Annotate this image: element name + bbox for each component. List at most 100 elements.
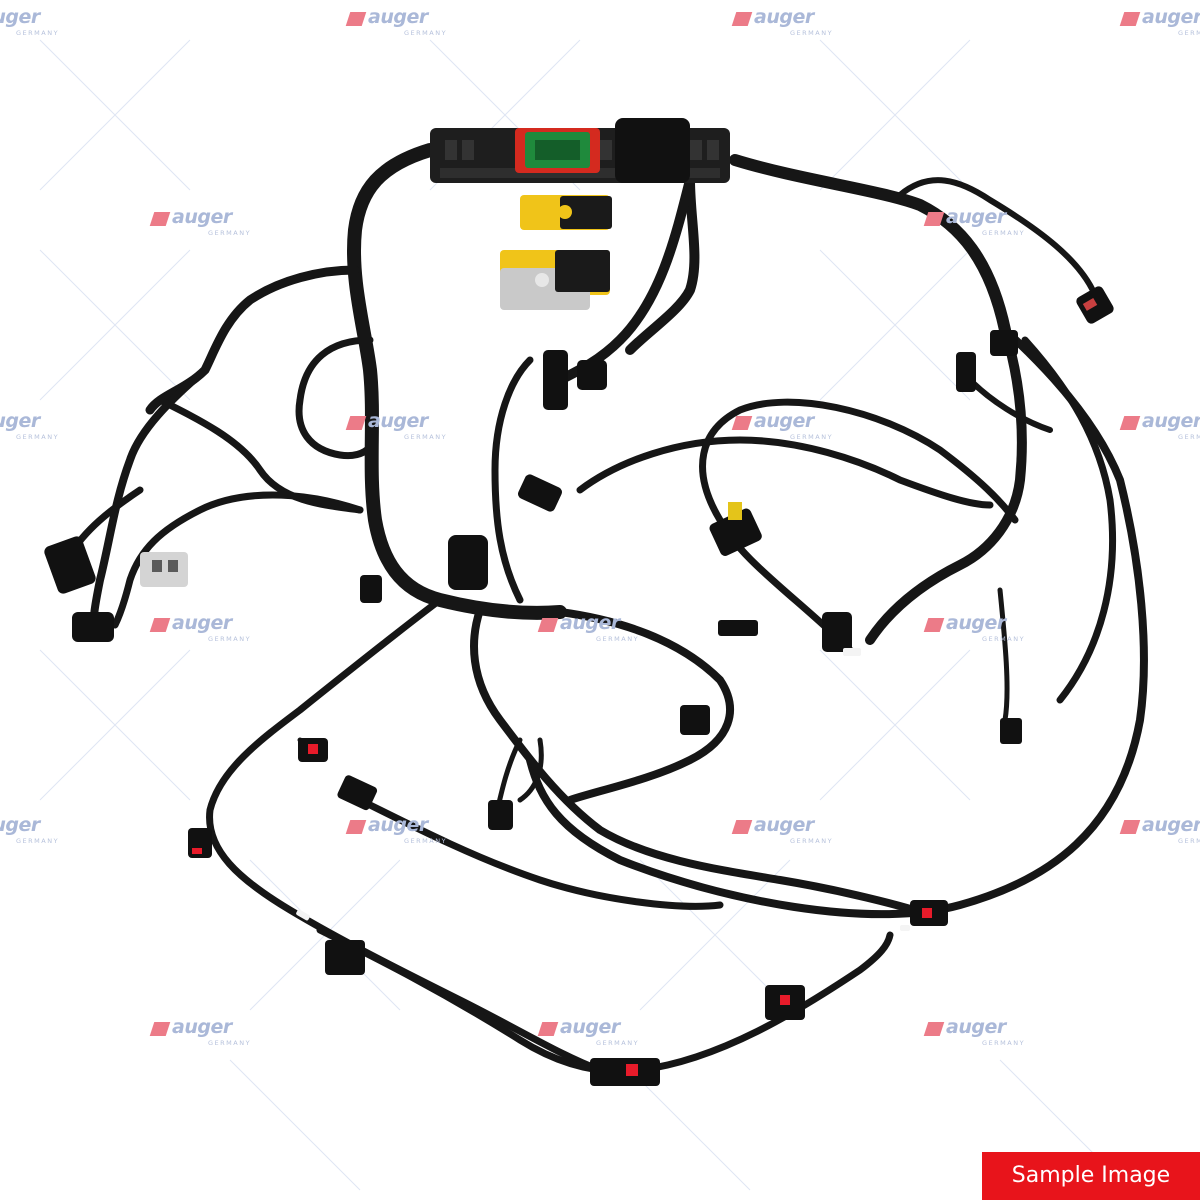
watermark-brand: auger bbox=[754, 6, 814, 28]
lower-cross-run bbox=[356, 796, 724, 910]
watermark-flag-icon bbox=[923, 212, 945, 226]
center-right-run bbox=[576, 436, 994, 509]
watermark-flag-icon bbox=[1119, 416, 1141, 430]
watermark-tagline: GERMANY bbox=[982, 1039, 1026, 1047]
watermark-flag-icon bbox=[923, 618, 945, 632]
far-right-loop bbox=[526, 326, 1148, 919]
watermark-tagline: GERMANY bbox=[790, 29, 834, 37]
watermark-brand: auger bbox=[754, 814, 814, 836]
watermark-brand: auger bbox=[0, 410, 40, 432]
watermark-tagline: GERMANY bbox=[982, 229, 1026, 237]
left-mid-branch bbox=[156, 396, 364, 514]
watermark-brand: auger bbox=[560, 1016, 620, 1038]
watermark-brand: auger bbox=[946, 206, 1006, 228]
watermark-flag-icon bbox=[345, 820, 367, 834]
watermark-flag-icon bbox=[149, 618, 171, 632]
mid-lower-loop bbox=[470, 606, 934, 919]
watermark-flag-icon bbox=[1119, 820, 1141, 834]
watermark-brand: auger bbox=[1142, 410, 1200, 432]
watermark-tagline: GERMANY bbox=[1178, 29, 1200, 37]
loop-middle bbox=[699, 398, 1019, 654]
watermark-brand: auger bbox=[754, 410, 814, 432]
ecu-branch-1 bbox=[625, 175, 700, 355]
right-branch-down bbox=[865, 325, 1027, 645]
watermark-flag-icon bbox=[149, 212, 171, 226]
watermark-brand: auger bbox=[946, 1016, 1006, 1038]
lower-left-run bbox=[206, 596, 604, 1074]
left-inner-loop bbox=[295, 336, 379, 460]
watermark-brand: auger bbox=[172, 1016, 232, 1038]
mid-branch-loop bbox=[556, 608, 734, 804]
right-lower-branch bbox=[1021, 336, 1116, 704]
right-small-lead bbox=[967, 377, 1053, 433]
center-sensor-run bbox=[491, 356, 534, 604]
watermark-brand: auger bbox=[368, 814, 428, 836]
watermark-brand: auger bbox=[560, 612, 620, 634]
watermark-flag-icon bbox=[731, 820, 753, 834]
watermark-tagline: GERMANY bbox=[596, 635, 640, 643]
watermark-tagline: GERMANY bbox=[404, 433, 448, 441]
watermark-tagline: GERMANY bbox=[16, 29, 60, 37]
watermark-brand: auger bbox=[0, 6, 40, 28]
watermark-flag-icon bbox=[149, 1022, 171, 1036]
watermark-flag-icon bbox=[923, 1022, 945, 1036]
left-to-connector bbox=[111, 491, 364, 629]
watermark-flag-icon bbox=[537, 618, 559, 632]
watermark-tagline: GERMANY bbox=[404, 29, 448, 37]
main-trunk-right bbox=[729, 154, 1011, 336]
ecu-module bbox=[430, 118, 730, 310]
watermark-flag-icon bbox=[731, 12, 753, 26]
watermark-flag-icon bbox=[1119, 12, 1141, 26]
watermark-brand: auger bbox=[0, 814, 40, 836]
right-connector-lead bbox=[897, 177, 1098, 298]
watermark-tagline: GERMANY bbox=[208, 1039, 252, 1047]
cable-ties bbox=[296, 648, 910, 931]
watermark-brand: auger bbox=[1142, 814, 1200, 836]
watermark-flag-icon bbox=[345, 12, 367, 26]
watermark-tagline: GERMANY bbox=[790, 837, 834, 845]
watermark-flag-icon bbox=[345, 416, 367, 430]
connectors bbox=[44, 286, 1114, 1086]
small-lead-c bbox=[997, 587, 1010, 723]
watermark-brand: auger bbox=[368, 410, 428, 432]
watermark-brand: auger bbox=[946, 612, 1006, 634]
watermark-tagline: GERMANY bbox=[596, 1039, 640, 1047]
watermark-tagline: GERMANY bbox=[1178, 433, 1200, 441]
watermark-tagline: GERMANY bbox=[790, 433, 834, 441]
watermark-tagline: GERMANY bbox=[982, 635, 1026, 643]
watermark-brand: auger bbox=[368, 6, 428, 28]
watermark-brand: auger bbox=[172, 206, 232, 228]
watermark-brand: auger bbox=[1142, 6, 1200, 28]
watermark-tagline: GERMANY bbox=[208, 635, 252, 643]
watermark-tagline: GERMANY bbox=[16, 837, 60, 845]
watermark-tagline: GERMANY bbox=[16, 433, 60, 441]
small-lead-b bbox=[517, 737, 544, 803]
watermark-tagline: GERMANY bbox=[404, 837, 448, 845]
watermark-flag-icon bbox=[537, 1022, 559, 1036]
watermark-tagline: GERMANY bbox=[208, 229, 252, 237]
watermark-flag-icon bbox=[731, 416, 753, 430]
watermark-tagline: GERMANY bbox=[1178, 837, 1200, 845]
watermark-diagonal-lines bbox=[39, 39, 1131, 1191]
